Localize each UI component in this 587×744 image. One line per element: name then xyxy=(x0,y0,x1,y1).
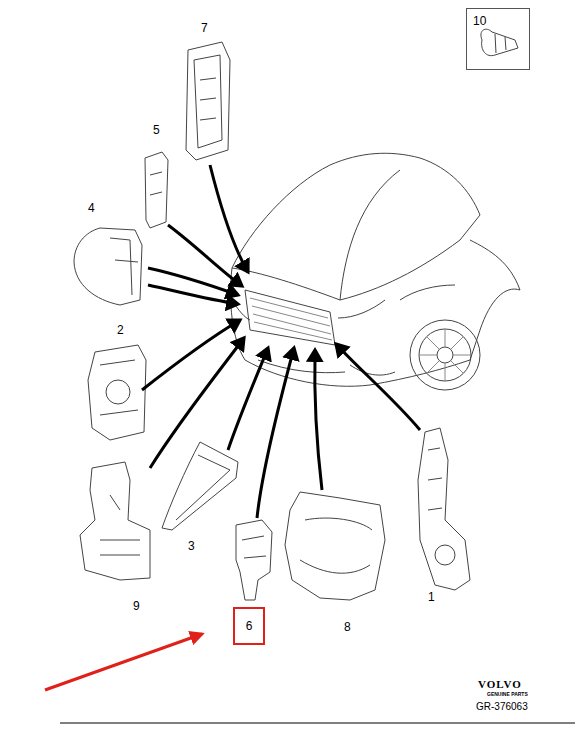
callout-number: 9 xyxy=(133,600,140,612)
brand-subtitle: GENUINE PARTS xyxy=(487,692,528,697)
callout-number: 7 xyxy=(201,22,208,34)
part-box: 10 xyxy=(466,8,530,70)
callout-number: 4 xyxy=(88,202,95,214)
callout-number: 1 xyxy=(428,591,435,603)
figure-number: GR-376063 xyxy=(476,702,528,712)
callout-number: 2 xyxy=(117,324,124,336)
brand-logo: VOLVO xyxy=(478,679,522,690)
callout-number: 6 xyxy=(246,620,253,632)
callout-number: 5 xyxy=(153,124,160,136)
callout-number: 8 xyxy=(344,621,351,633)
highlight-box: 6 xyxy=(233,607,265,645)
callout-number: 10 xyxy=(473,15,523,27)
callout-number: 3 xyxy=(188,540,195,552)
